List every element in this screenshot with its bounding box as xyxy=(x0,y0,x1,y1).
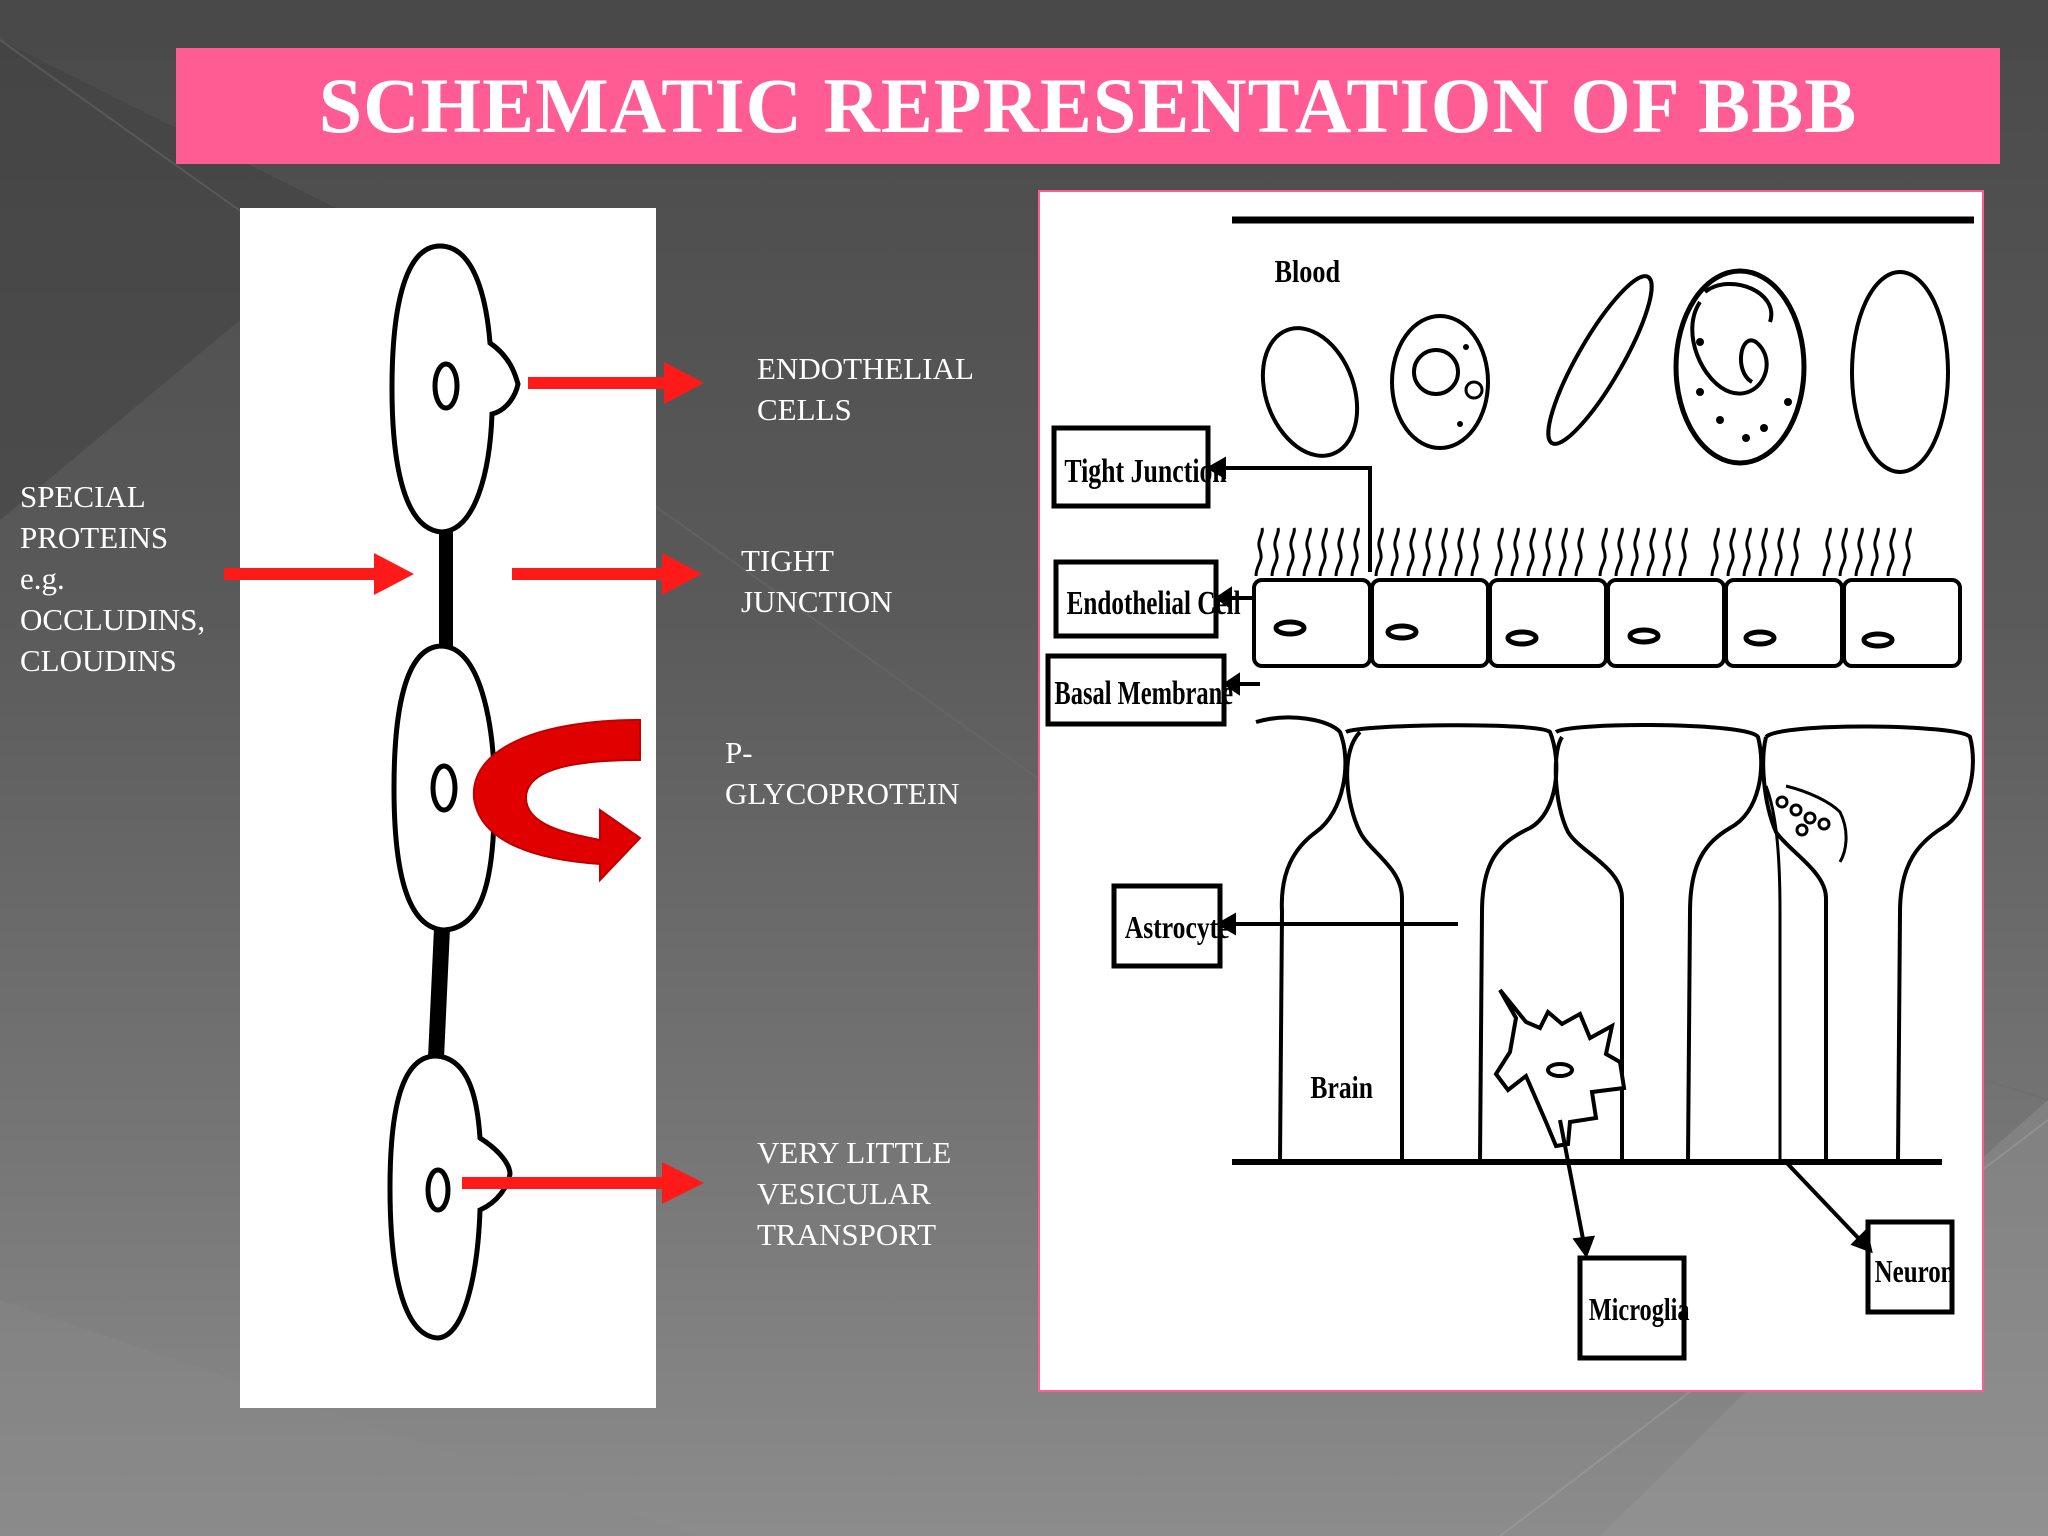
title-bar: SCHEMATIC REPRESENTATION OF BBB xyxy=(176,48,2000,164)
label-line: CELLS xyxy=(757,392,852,427)
label-line: TRANSPORT xyxy=(757,1217,937,1252)
endothelial-cell-label-box xyxy=(1053,559,1219,639)
arrow-special-proteins xyxy=(224,553,414,595)
label-line: JUNCTION xyxy=(741,584,893,619)
nucleus-3 xyxy=(425,1167,451,1213)
tight-junction-label: Tight Junction xyxy=(1064,452,1227,490)
label-vesicular-transport: VERY LITTLE VESICULAR TRANSPORT xyxy=(757,1132,951,1255)
neutrophil xyxy=(1673,268,1807,466)
arrow-tight-junction xyxy=(512,553,702,595)
nucleus-2 xyxy=(430,763,458,813)
neuron-process xyxy=(1764,784,1848,1160)
p-glycoprotein-arrow xyxy=(472,718,642,883)
endothelial-nuclei xyxy=(1273,619,1895,649)
neuron-pointer xyxy=(1782,1158,1864,1244)
label-tight-junction: TIGHT JUNCTION xyxy=(741,540,893,622)
arrow-vesicular-transport xyxy=(462,1162,704,1204)
label-line: P- xyxy=(725,735,753,770)
endothelial-cell-3 xyxy=(387,1053,513,1341)
red-blood-cell xyxy=(1260,326,1360,458)
synaptic-vesicles xyxy=(1775,795,1831,837)
neuron-label-box xyxy=(1865,1219,1955,1315)
neuron-label: Neuron xyxy=(1875,1254,1955,1290)
label-p-glycoprotein: P- GLYCOPROTEIN xyxy=(725,732,960,814)
tight-junction-connector-2 xyxy=(428,927,450,1059)
blood-label: Blood xyxy=(1275,255,1341,290)
label-line: PROTEINS xyxy=(20,520,169,555)
nucleus-1 xyxy=(432,361,460,411)
label-line: ENDOTHELIAL xyxy=(757,351,974,386)
slide-title: SCHEMATIC REPRESENTATION OF BBB xyxy=(318,62,1858,149)
red-blood-cell xyxy=(1850,270,1950,474)
microglia-label: Microglia xyxy=(1589,1293,1690,1328)
label-line: GLYCOPROTEIN xyxy=(725,776,960,811)
glycocalyx xyxy=(1254,527,1912,577)
endothelial-cell-label: Endothelial Cell xyxy=(1067,584,1241,622)
label-line: SPECIAL xyxy=(20,479,146,514)
lymphocyte xyxy=(1390,314,1490,450)
arrow-endothelial-cells xyxy=(528,362,704,404)
label-line: e.g. xyxy=(20,561,65,596)
brain-label: Brain xyxy=(1310,1070,1373,1105)
label-special-proteins: SPECIAL PROTEINS e.g. OCCLUDINS, CLOUDIN… xyxy=(20,476,205,681)
label-line: OCCLUDINS, xyxy=(20,602,206,637)
endothelial-diagram-panel xyxy=(240,208,656,1408)
microglia-label-box xyxy=(1577,1255,1687,1361)
astrocyte-end-feet xyxy=(1255,715,1975,1161)
label-endothelial-cells: ENDOTHELIAL CELLS xyxy=(757,348,974,430)
label-line: VESICULAR xyxy=(757,1176,931,1211)
endothelial-cells-drawing xyxy=(387,243,642,1341)
platelet xyxy=(1546,274,1654,446)
label-line: VERY LITTLE xyxy=(757,1135,952,1170)
microglia-pointer xyxy=(1558,1119,1586,1245)
bbb-cross-section-drawing: Blood Tight Junction Endothelial Cell Ba… xyxy=(1045,216,1975,1361)
tight-junction-label-box xyxy=(1051,425,1211,509)
basal-membrane-label-box xyxy=(1045,653,1227,727)
basal-membrane-label: Basal Membrane xyxy=(1054,675,1233,712)
label-line: CLOUDINS xyxy=(20,643,177,678)
label-line: TIGHT xyxy=(741,543,834,578)
astrocyte-label: Astrocyte xyxy=(1125,910,1230,945)
tight-junction-pointer xyxy=(1218,466,1372,572)
bbb-cross-section-panel: Blood Tight Junction Endothelial Cell Ba… xyxy=(1038,190,1984,1392)
